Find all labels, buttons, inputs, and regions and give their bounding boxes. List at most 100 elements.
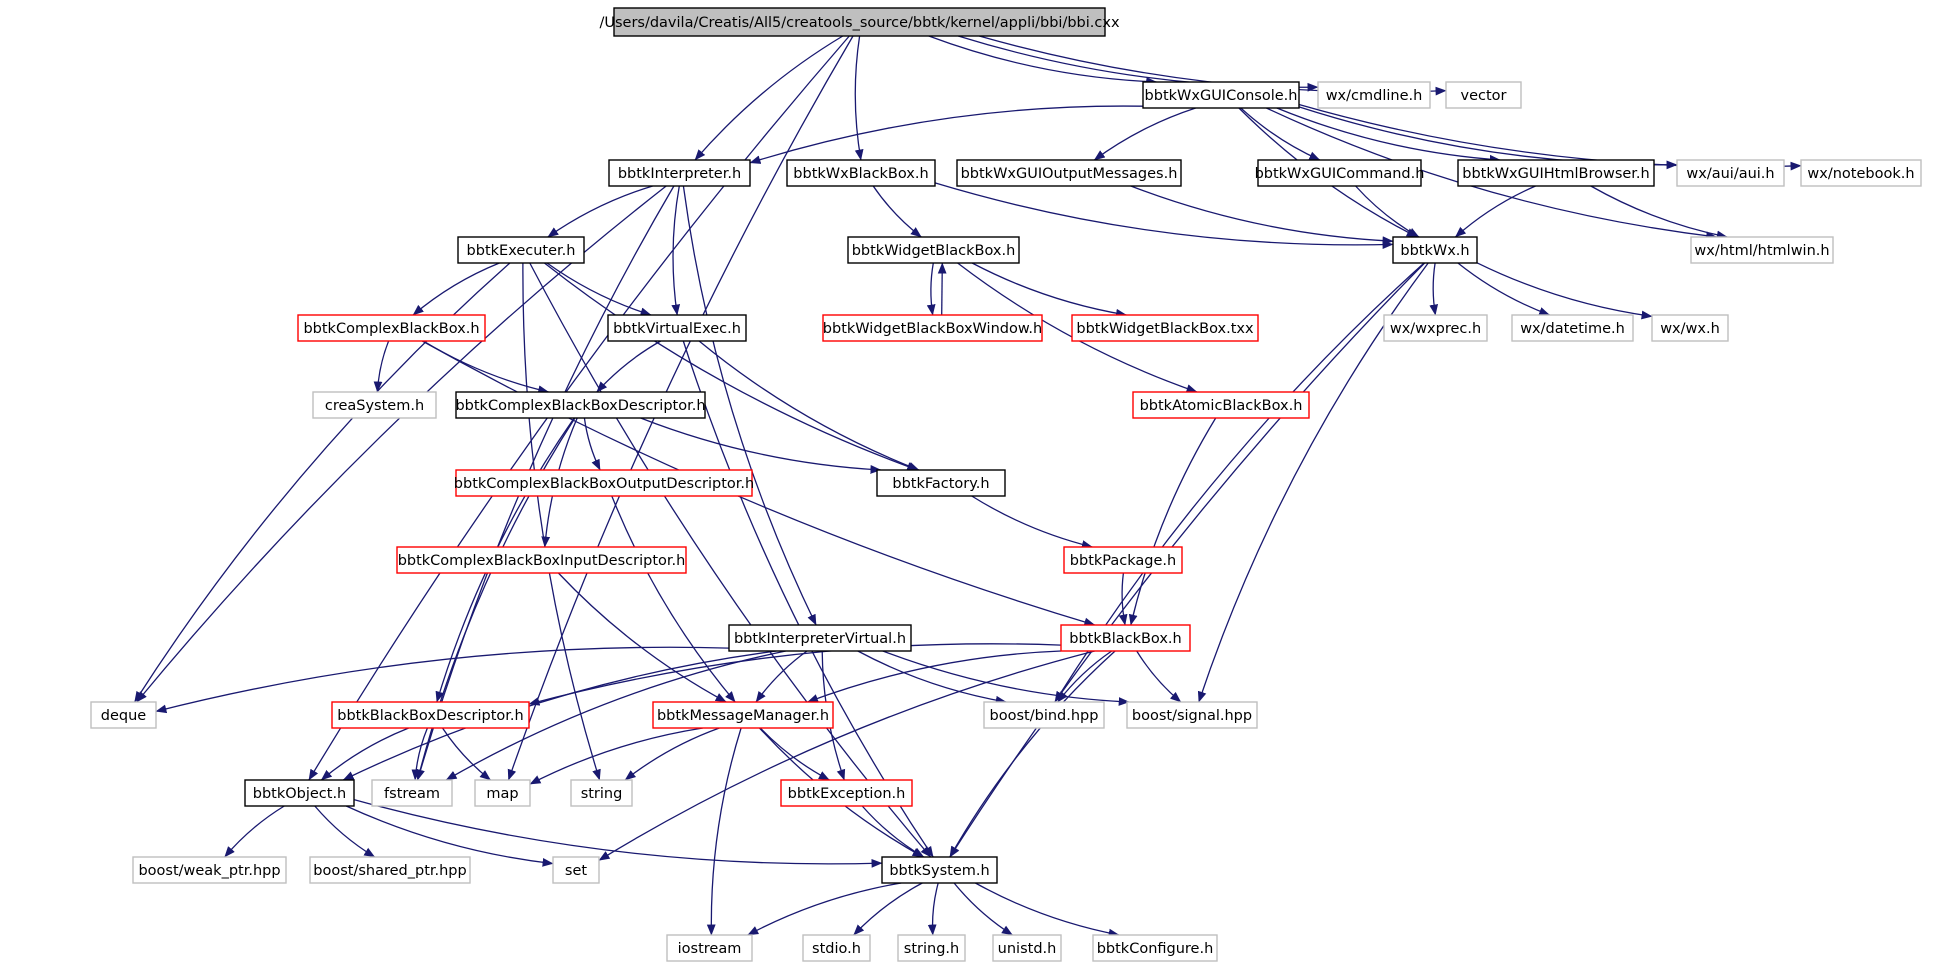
node-wxguicommand[interactable]: bbtkWxGUICommand.h bbox=[1255, 159, 1425, 187]
node-label: bbtkWxGUIHtmlBrowser.h bbox=[1462, 166, 1650, 182]
edge-bbdesc-to-object bbox=[320, 727, 409, 781]
node-box bbox=[608, 159, 751, 187]
node-boostbind[interactable]: boost/bind.hpp bbox=[983, 701, 1105, 729]
edge-wxblackbox-to-bbtkwx bbox=[934, 182, 1394, 250]
node-box bbox=[1511, 314, 1634, 342]
node-stdio[interactable]: stdio.h bbox=[802, 934, 871, 962]
node-datetime[interactable]: wx/datetime.h bbox=[1511, 314, 1634, 342]
node-map[interactable]: map bbox=[474, 779, 531, 807]
edge-msgmanager-to-iostream bbox=[706, 727, 742, 936]
node-vector[interactable]: vector bbox=[1445, 81, 1522, 109]
edge-system-to-stdio bbox=[853, 882, 923, 936]
edge-bbtkwx-to-wxwx bbox=[1476, 262, 1653, 320]
node-widgetbbwindow[interactable]: bbtkWidgetBlackBoxWindow.h bbox=[822, 314, 1043, 342]
node-interpvirtual[interactable]: bbtkInterpreterVirtual.h bbox=[728, 624, 912, 652]
node-iostream[interactable]: iostream bbox=[666, 934, 753, 962]
node-widgetbb[interactable]: bbtkWidgetBlackBox.h bbox=[847, 236, 1020, 264]
node-wxnotebook[interactable]: wx/notebook.h bbox=[1800, 159, 1922, 187]
edge-bbtkwx-to-wxprec bbox=[1429, 262, 1439, 316]
edge-cbbdesc-to-fstream bbox=[415, 417, 576, 781]
node-wxguioutput[interactable]: bbtkWxGUIOutputMessages.h bbox=[956, 159, 1182, 187]
edge-wxguicommand-to-bbtkwx bbox=[1355, 185, 1420, 238]
node-box bbox=[244, 779, 355, 807]
node-fstream[interactable]: fstream bbox=[371, 779, 453, 807]
edge-bbdesc-to-fstream bbox=[411, 727, 429, 781]
edge-interpvirtual-to-boostsignal bbox=[882, 650, 1130, 706]
node-wxguiconsole[interactable]: bbtkWxGUIConsole.h bbox=[1142, 81, 1300, 109]
node-bbdesc[interactable]: bbtkBlackBoxDescriptor.h bbox=[331, 701, 530, 729]
node-box bbox=[992, 934, 1062, 962]
node-box bbox=[956, 159, 1182, 187]
node-box bbox=[607, 314, 747, 342]
node-interpreter[interactable]: bbtkInterpreter.h bbox=[608, 159, 751, 187]
edge-bbtkwx-to-system bbox=[949, 262, 1426, 858]
node-box bbox=[802, 934, 871, 962]
node-label: wx/datetime.h bbox=[1520, 321, 1625, 337]
file-nodes: /Users/davila/Creatis/All5/creatools_sou… bbox=[90, 7, 1922, 962]
node-label: bbtkConfigure.h bbox=[1097, 941, 1214, 957]
edge-widgetbbwindow-to-widgetbb bbox=[937, 262, 947, 316]
node-cbbindesc[interactable]: bbtkComplexBlackBoxInputDescriptor.h bbox=[396, 546, 687, 574]
node-label: bbtkComplexBlackBoxInputDescriptor.h bbox=[398, 553, 686, 569]
node-label: bbtkComplexBlackBox.h bbox=[303, 321, 479, 337]
node-cbboutdesc[interactable]: bbtkComplexBlackBoxOutputDescriptor.h bbox=[454, 469, 754, 497]
node-label: deque bbox=[101, 708, 147, 724]
node-atomicbb[interactable]: bbtkAtomicBlackBox.h bbox=[1132, 391, 1310, 419]
node-box bbox=[1457, 159, 1655, 187]
node-complexbb[interactable]: bbtkComplexBlackBox.h bbox=[297, 314, 486, 342]
node-exception[interactable]: bbtkException.h bbox=[780, 779, 913, 807]
node-package[interactable]: bbtkPackage.h bbox=[1063, 546, 1183, 574]
node-virtualexec[interactable]: bbtkVirtualExec.h bbox=[607, 314, 747, 342]
node-wxaui[interactable]: wx/aui/aui.h bbox=[1676, 159, 1785, 187]
node-bbi[interactable]: /Users/davila/Creatis/All5/creatools_sou… bbox=[599, 7, 1120, 37]
node-creasystem[interactable]: creaSystem.h bbox=[312, 391, 437, 419]
node-factory[interactable]: bbtkFactory.h bbox=[876, 469, 1006, 497]
node-sharedptr[interactable]: boost/shared_ptr.hpp bbox=[309, 856, 471, 884]
node-cbbdesc[interactable]: bbtkComplexBlackBoxDescriptor.h bbox=[455, 391, 706, 419]
node-wxguihtml[interactable]: bbtkWxGUIHtmlBrowser.h bbox=[1457, 159, 1655, 187]
node-msgmanager[interactable]: bbtkMessageManager.h bbox=[652, 701, 834, 729]
node-system[interactable]: bbtkSystem.h bbox=[881, 856, 998, 884]
node-wxwx[interactable]: wx/wx.h bbox=[1651, 314, 1729, 342]
edge-cbbindesc-to-msgmanager bbox=[557, 572, 727, 703]
node-wxblackbox[interactable]: bbtkWxBlackBox.h bbox=[786, 159, 936, 187]
node-boostsignal[interactable]: boost/signal.hpp bbox=[1126, 701, 1258, 729]
node-unistd[interactable]: unistd.h bbox=[992, 934, 1062, 962]
node-box bbox=[983, 701, 1105, 729]
node-wxprec[interactable]: wx/wxprec.h bbox=[1383, 314, 1488, 342]
node-bbtkwx[interactable]: bbtkWx.h bbox=[1392, 236, 1478, 264]
node-label: set bbox=[565, 863, 587, 879]
edge-interpvirtual-to-boostbind bbox=[857, 650, 1007, 705]
node-weakptr[interactable]: boost/weak_ptr.hpp bbox=[132, 856, 287, 884]
node-set[interactable]: set bbox=[552, 856, 600, 884]
node-box bbox=[1690, 236, 1834, 264]
node-blackbox[interactable]: bbtkBlackBox.h bbox=[1060, 624, 1191, 652]
edge-widgetbb-to-widgetbbtxx bbox=[971, 262, 1127, 318]
edge-cbbdesc-to-factory bbox=[640, 417, 882, 474]
node-object[interactable]: bbtkObject.h bbox=[244, 779, 355, 807]
node-string[interactable]: string bbox=[570, 779, 633, 807]
node-label: bbtkWidgetBlackBoxWindow.h bbox=[823, 321, 1042, 337]
node-label: bbtkMessageManager.h bbox=[657, 708, 829, 724]
edge-wxguihtml-to-bbtkwx bbox=[1454, 185, 1536, 238]
node-label: bbtkPackage.h bbox=[1070, 553, 1176, 569]
edge-msgmanager-to-string bbox=[624, 727, 720, 781]
node-box bbox=[897, 934, 966, 962]
node-label: bbtkWxGUIConsole.h bbox=[1145, 88, 1298, 104]
edge-exception-to-system bbox=[861, 805, 925, 858]
node-box bbox=[822, 314, 1043, 342]
node-box bbox=[728, 624, 912, 652]
edge-cbbdesc-to-cbboutdesc bbox=[583, 417, 601, 471]
node-wxcmdline[interactable]: wx/cmdline.h bbox=[1317, 81, 1431, 109]
edge-wxguiconsole-to-wxnotebook bbox=[1298, 103, 1802, 171]
node-label: boost/shared_ptr.hpp bbox=[313, 863, 466, 879]
node-stringh[interactable]: string.h bbox=[897, 934, 966, 962]
node-executer[interactable]: bbtkExecuter.h bbox=[457, 236, 585, 264]
node-configure[interactable]: bbtkConfigure.h bbox=[1092, 934, 1218, 962]
node-label: bbtkBlackBoxDescriptor.h bbox=[337, 708, 523, 724]
node-htmlwin[interactable]: wx/html/htmlwin.h bbox=[1690, 236, 1834, 264]
edge-wxguiconsole-to-wxguioutput bbox=[1093, 107, 1196, 161]
node-widgetbbtxx[interactable]: bbtkWidgetBlackBox.txx bbox=[1071, 314, 1259, 342]
node-box bbox=[309, 856, 471, 884]
node-deque[interactable]: deque bbox=[90, 701, 157, 729]
